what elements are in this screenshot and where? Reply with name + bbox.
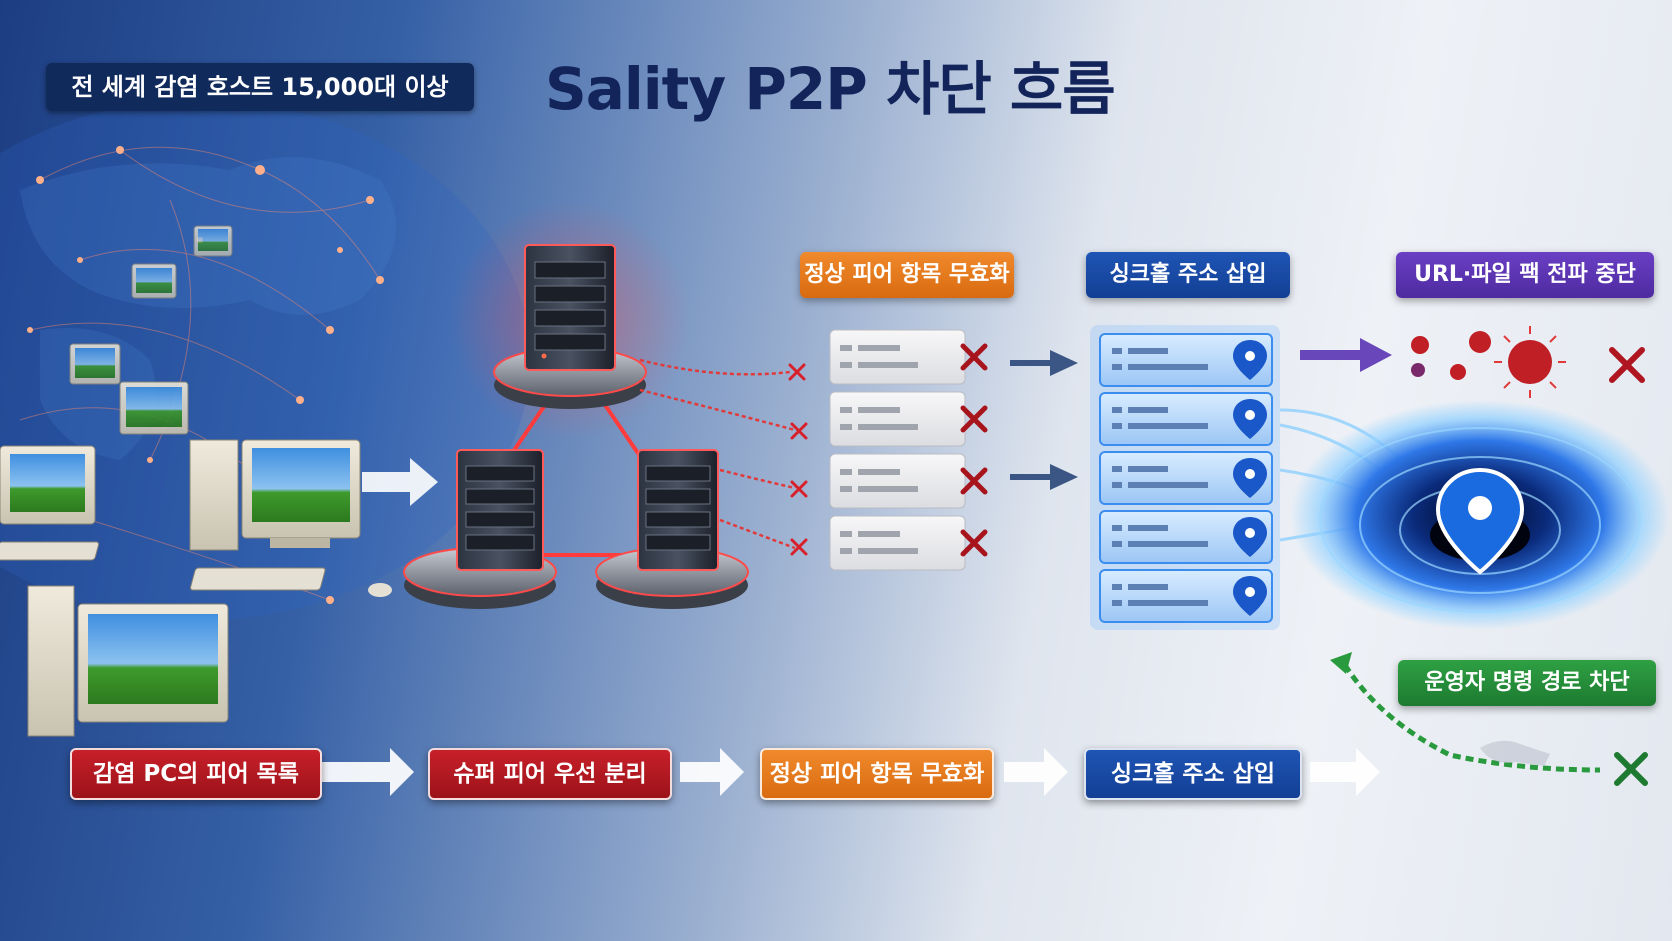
infected-pc	[193, 225, 233, 257]
peer-entry	[829, 391, 966, 447]
arrow-right-icon	[322, 748, 414, 796]
arrow-right-icon	[1300, 338, 1392, 372]
severed-peer-links	[639, 358, 796, 550]
location-pin-icon	[1435, 467, 1525, 575]
sinkhole-insert-label: 싱크홀 주소 삽입	[1086, 252, 1290, 298]
peer-entry	[829, 453, 966, 509]
sinkhole-entry	[1099, 392, 1273, 446]
arrow-right-icon	[1004, 748, 1068, 796]
infected-host-count-banner: 전 세계 감염 호스트 15,000대 이상	[46, 63, 474, 111]
operator-hand-icon	[1480, 740, 1550, 766]
server-icon	[403, 449, 557, 609]
sinkhole-entry	[1099, 569, 1273, 623]
sinkhole-entry	[1099, 510, 1273, 564]
arrow-right-icon	[680, 748, 744, 796]
infected-pc	[0, 445, 100, 561]
flow-arrows	[322, 748, 1380, 796]
invalidate-peers-label: 정상 피어 항목 무효화	[800, 252, 1014, 298]
arrow-right-icon	[1310, 748, 1380, 796]
sinkhole-vortex	[1290, 400, 1670, 630]
flow-step-isolate-super-peer: 슈퍼 피어 우선 분리	[428, 748, 672, 800]
arrow-right-icon	[1010, 350, 1078, 490]
super-peer-cluster	[403, 200, 749, 609]
infected-pc	[131, 263, 177, 299]
infected-pc-group	[0, 225, 392, 737]
sinkhole-entry	[1099, 451, 1273, 505]
invalidated-peer-list	[829, 329, 966, 571]
peer-entry	[829, 515, 966, 571]
flow-step-invalidate-peers: 정상 피어 항목 무효화	[760, 748, 994, 800]
cut-command-path-label: 운영자 명령 경로 차단	[1398, 660, 1656, 706]
peer-entry	[829, 329, 966, 385]
sinkhole-entry	[1099, 333, 1273, 387]
link-cut-icon	[788, 363, 808, 556]
arrow-right-icon	[362, 458, 438, 506]
infected-pc	[69, 343, 121, 385]
halt-propagation-label: URL·파일 팩 전파 중단	[1396, 252, 1654, 298]
sinkhole-entry-list	[1090, 325, 1280, 630]
server-icon	[493, 244, 647, 409]
page-title: Sality P2P 차단 흐름	[545, 55, 1116, 123]
infected-pc	[189, 439, 392, 597]
flow-step-sinkhole-insert: 싱크홀 주소 삽입	[1084, 748, 1302, 800]
block-x-icon	[1614, 752, 1648, 786]
command-path	[1330, 652, 1601, 773]
virus-icon	[1411, 326, 1566, 398]
server-icon	[595, 449, 749, 609]
infected-pc	[27, 585, 229, 737]
infected-pc	[119, 381, 189, 435]
flow-step-peer-list: 감염 PC의 피어 목록	[70, 748, 322, 800]
invalid-x-icon	[960, 343, 988, 557]
block-x-icon	[1609, 347, 1645, 383]
